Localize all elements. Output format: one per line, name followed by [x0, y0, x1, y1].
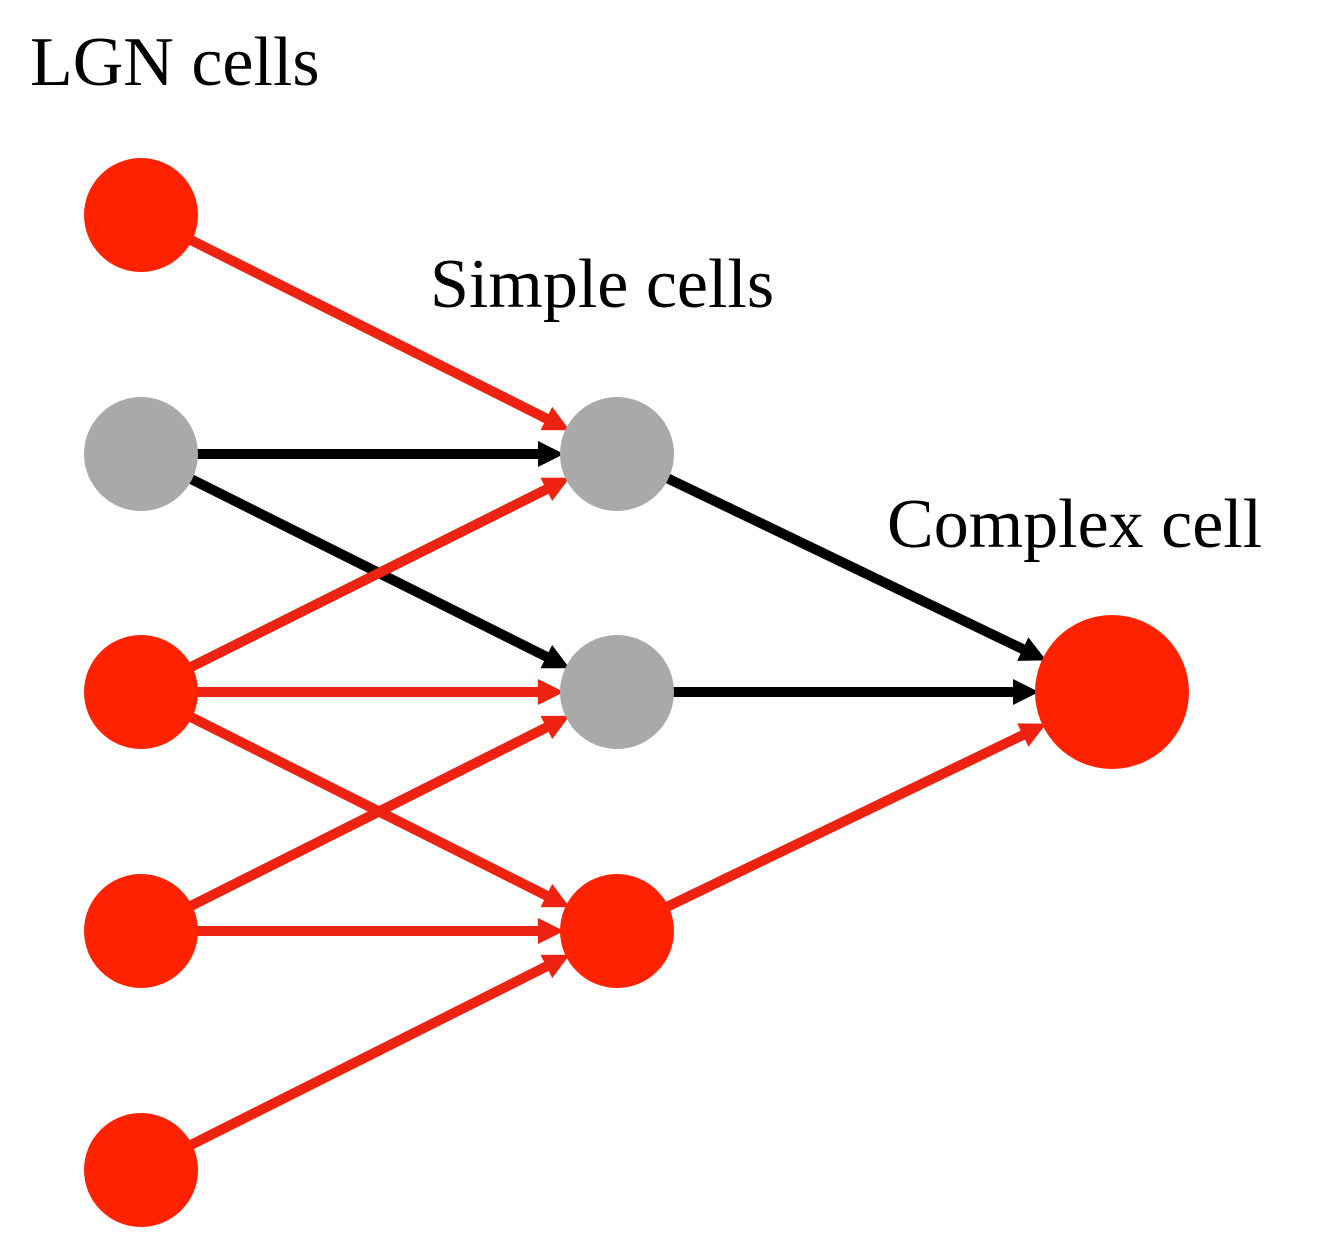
arrowhead-lgn3-s2: [538, 679, 564, 705]
simple-cell-s2: [560, 635, 674, 749]
cells: [84, 158, 1189, 1227]
connection-lgn3-s1: [138, 477, 563, 697]
complex-cell-label: Complex cell: [887, 486, 1263, 563]
lgn-cells-label: LGN cells: [30, 24, 320, 101]
arrowhead-lgn2-s2: [540, 645, 570, 669]
lgn-cell-lgn5: [84, 1113, 198, 1227]
simple-cell-s3: [560, 874, 674, 988]
lgn-cell-lgn4: [84, 874, 198, 988]
arrowhead-lgn5-s3: [540, 954, 570, 979]
connections: [138, 210, 1047, 1175]
lgn-cell-lgn1: [84, 158, 198, 272]
arrowhead-s3-c1: [1017, 723, 1047, 747]
connection-s1-c1: [614, 449, 1040, 661]
arrowhead-lgn4-s2: [540, 715, 570, 740]
connection-lgn4-s2: [138, 715, 563, 936]
arrowhead-s2-c1: [1013, 679, 1039, 705]
arrowhead-lgn4-s3: [538, 918, 564, 944]
arrowhead-lgn3-s3: [540, 883, 570, 908]
lgn-cell-lgn3: [84, 635, 198, 749]
simple-cells-label: Simple cells: [430, 246, 775, 323]
arrowhead-s1-c1: [1017, 637, 1047, 661]
connection-lgn5-s3: [138, 954, 563, 1175]
arrowhead-lgn2-s1: [538, 441, 564, 467]
complex-cell-c1: [1035, 615, 1189, 769]
simple-cell-s1: [560, 397, 674, 511]
connection-lgn3-s3: [138, 687, 563, 908]
lgn-cell-lgn2: [84, 397, 198, 511]
connection-lgn2-s2: [138, 449, 563, 669]
arrowhead-lgn1-s1: [540, 406, 570, 431]
connection-s3-c1: [614, 723, 1040, 936]
arrowhead-lgn3-s1: [540, 477, 570, 501]
connection-lgn1-s1: [138, 210, 563, 431]
